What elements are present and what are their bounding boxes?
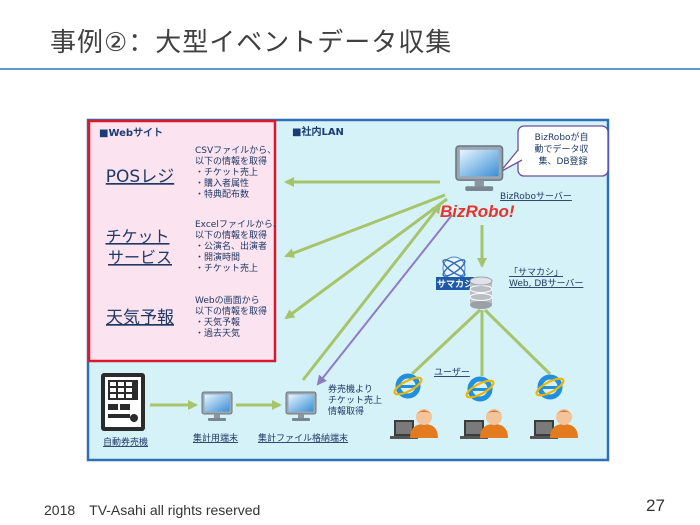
web-site-heading: ■Webサイト	[99, 127, 163, 139]
database-icon	[469, 276, 493, 309]
source-ticket-name: チケット サービス	[105, 227, 174, 267]
callout-bubble	[517, 125, 609, 177]
samakashi-logo-box	[436, 277, 474, 290]
callout-text: BizRoboが自 動でデータ収 集、DB登録	[535, 131, 592, 167]
kiosk-label: 自動券売機	[103, 436, 148, 448]
storage-terminal-label: 集計ファイル格納端末	[258, 432, 348, 444]
samakashi-server-label: 「サマカシ」 Web, DBサーバー	[509, 267, 583, 289]
arrow-bizrobo-to-ticket	[284, 193, 446, 258]
link-db-to-user-right	[483, 308, 552, 376]
arrow-storage-to-bizrobo	[301, 203, 442, 381]
source-weather-name: 天気予報	[106, 308, 174, 328]
page-number: 27	[646, 496, 665, 515]
lan-heading: ■社内LAN	[292, 125, 344, 138]
aggregate-terminal-label: 集計用端末	[193, 432, 238, 444]
slide-title: 事例②：大型イベントデータ収集	[50, 28, 453, 58]
arrow-bizrobo-to-weather	[284, 197, 448, 320]
web-site-region	[87, 119, 277, 363]
users-label: ユーザー	[434, 367, 470, 378]
samakashi-logo: サマカシ	[437, 279, 473, 290]
arrow-bizrobo-to-storage	[316, 214, 453, 386]
title-divider	[0, 68, 700, 70]
link-db-to-user-left	[410, 308, 482, 376]
bizrobo-server-label: BizRoboサーバー	[500, 191, 572, 202]
source-weather-desc: Webの画面から 以下の情報を取得 ・天気予報 ・過去天気	[195, 295, 270, 339]
copyright-footer: 2018 TV-Asahi all rights reserved	[44, 502, 261, 518]
source-pos-name: POSレジ	[106, 167, 174, 187]
bizrobo-logo: BizRobo!	[440, 202, 515, 221]
source-pos-desc: CSVファイルから、 以下の情報を取得 ・チケット売上 ・購入者属性 ・特典配布…	[195, 145, 279, 200]
ticket-note: 券売機より チケット売上 情報取得	[328, 383, 385, 417]
ticket-kiosk-icon	[101, 373, 145, 431]
satellite-icon	[442, 256, 466, 280]
source-ticket-desc: Excelファイルから、 以下の情報を取得 ・公演名、出演者 ・開演時間 ・チケ…	[195, 219, 285, 274]
